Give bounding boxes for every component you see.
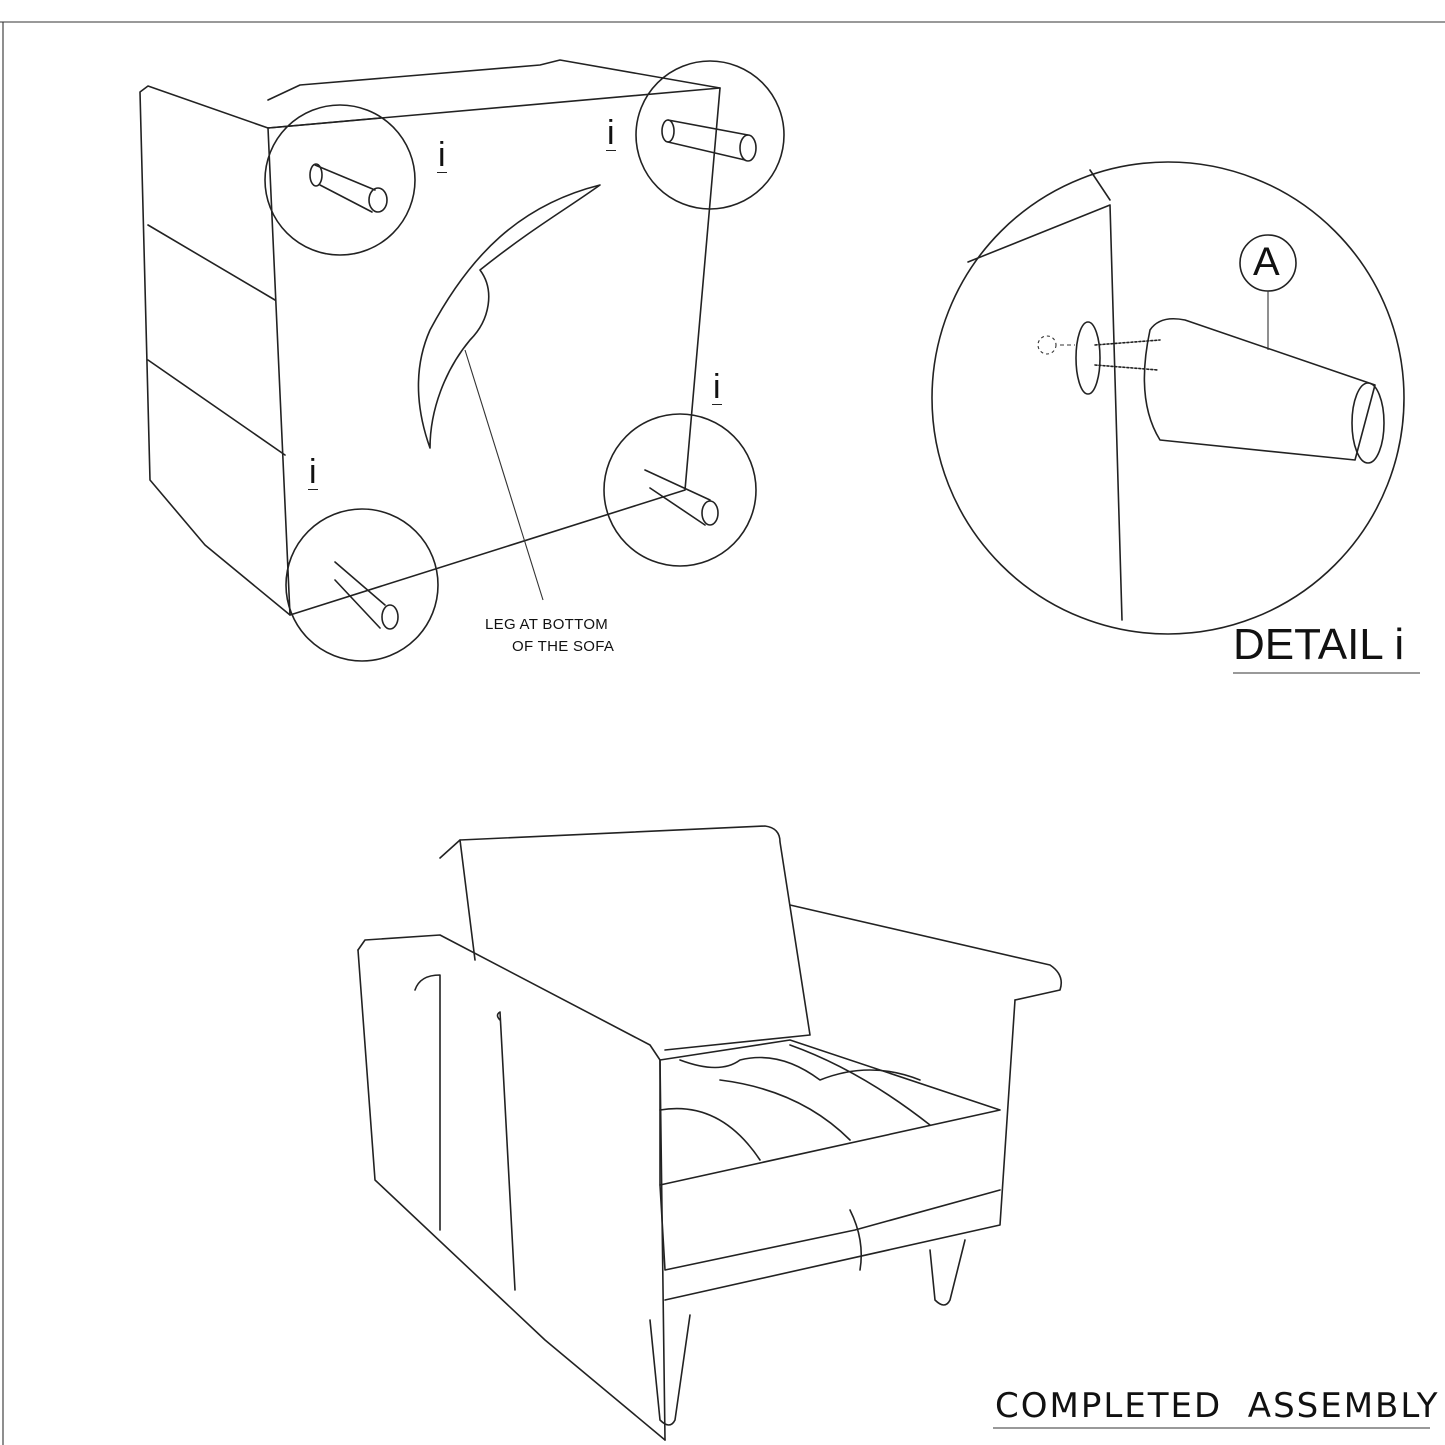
part-label-a: A xyxy=(1253,240,1280,284)
leg-note-line2: OF THE SOFA xyxy=(512,638,615,655)
leg-detail-circles xyxy=(264,60,785,662)
leg-note-line1: LEG AT BOTTOM xyxy=(485,616,609,633)
detail-marker-i: i xyxy=(712,368,722,406)
detail-marker-i: i xyxy=(606,114,616,152)
detail-marker-i: i xyxy=(308,453,318,491)
detail-title: DETAIL i xyxy=(1233,620,1405,669)
completed-assembly-title: COMPLETED ASSEMBLY xyxy=(995,1386,1440,1426)
detail-i-view xyxy=(931,161,1405,635)
completed-armchair xyxy=(357,825,1063,1441)
upside-down-sofa xyxy=(139,59,721,616)
detail-marker-i: i xyxy=(437,136,447,174)
